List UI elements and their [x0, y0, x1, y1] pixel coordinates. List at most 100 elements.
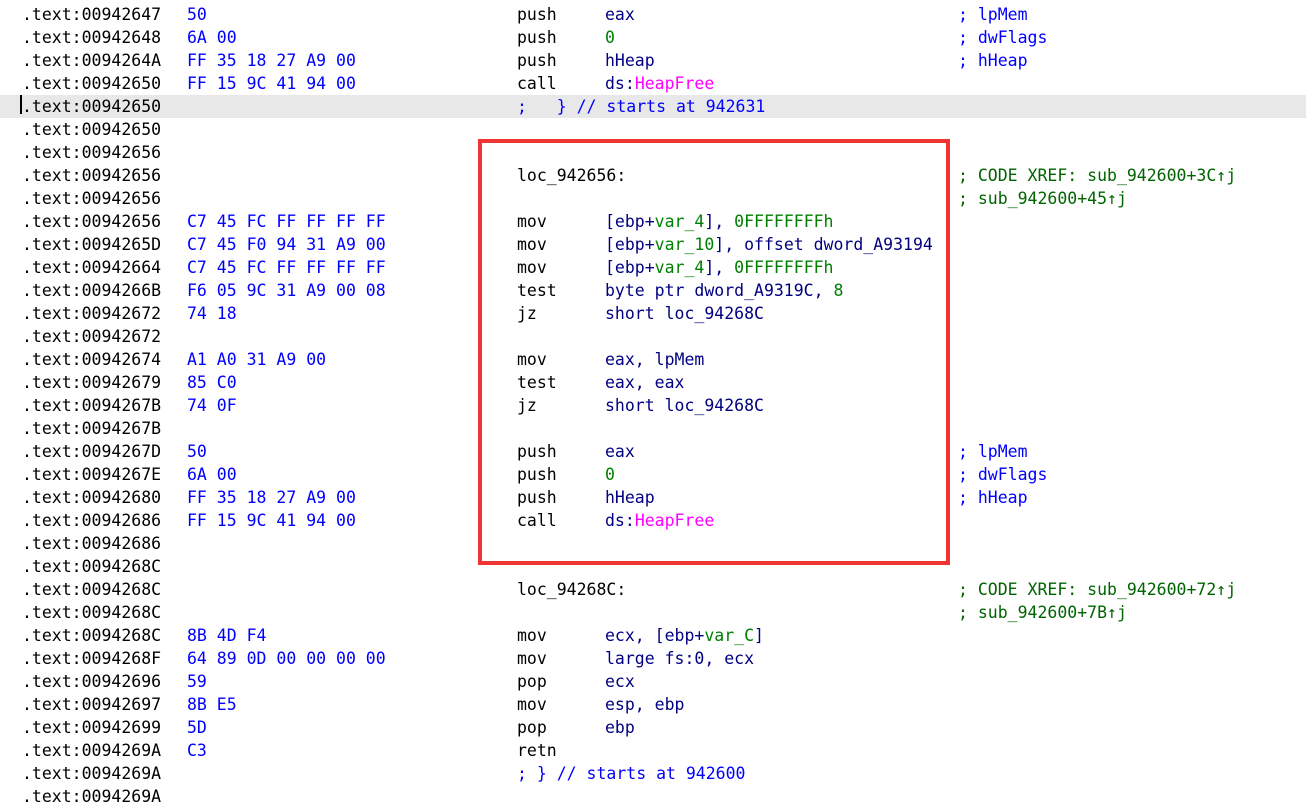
opcode-bytes: FF 35 18 27 A9 00 [187, 488, 356, 507]
line-comment: ; sub_942600+45↑j [958, 189, 1127, 208]
block-comment: ; } // starts at 942631 [517, 97, 766, 116]
operands: byte ptr dword_A9319C, 8 [605, 279, 843, 302]
operands: 0 [605, 463, 615, 486]
opcode-bytes: 85 C0 [187, 373, 237, 392]
operand-part: var_4 [654, 212, 705, 231]
listing-line[interactable]: .text:0094269A; } // starts at 942600 [0, 762, 1306, 785]
operands: eax [605, 3, 635, 26]
listing-line[interactable]: .text:00942650 [0, 118, 1306, 141]
opcode-bytes: C7 45 F0 94 31 A9 00 [187, 235, 386, 254]
mnemonic: mov [517, 649, 547, 668]
opcode-bytes: 50 [187, 442, 207, 461]
address: .text:0094264A [22, 51, 162, 70]
address: .text:00942656 [22, 189, 162, 208]
address: .text:00942647 [22, 5, 162, 24]
operand-part: [ebp+ [605, 212, 655, 231]
opcode-bytes: C7 45 FC FF FF FF FF [187, 258, 386, 277]
address: .text:0094268C [22, 603, 162, 622]
opcode-bytes: FF 15 9C 41 94 00 [187, 511, 356, 530]
address: .text:00942686 [22, 511, 162, 530]
mnemonic: push [517, 465, 557, 484]
text-cursor [20, 95, 22, 114]
operands: 0 [605, 26, 615, 49]
address: .text:0094268C [22, 557, 162, 576]
opcode-bytes: 8B 4D F4 [187, 626, 267, 645]
listing-line[interactable]: .text:0094268F 64 89 0D 00 00 00 00 mov lar… [0, 647, 1306, 670]
operand-part: ebp [605, 718, 635, 737]
address: .text:00942696 [22, 672, 162, 691]
operands: [ebp+var_10], offset dword_A93194 [605, 233, 933, 256]
listing-line[interactable]: .text:00942650 ; } // starts at 942631 [0, 95, 1306, 118]
address: .text:00942672 [22, 304, 162, 323]
opcode-bytes: F6 05 9C 31 A9 00 08 [187, 281, 386, 300]
opcode-bytes: 64 89 0D 00 00 00 00 [187, 649, 386, 668]
address: .text:00942650 [22, 97, 162, 116]
line-comment: ; hHeap [958, 488, 1028, 507]
operand-part: ecx [605, 672, 635, 691]
listing-line[interactable]: .text:0094268C; sub_942600+7B↑j [0, 601, 1306, 624]
operand-part: hHeap [605, 51, 655, 70]
mnemonic: mov [517, 212, 547, 231]
listing-line[interactable]: .text:0094268C [0, 555, 1306, 578]
opcode-bytes: FF 35 18 27 A9 00 [187, 51, 356, 70]
operand-part: eax [605, 442, 635, 461]
mnemonic: push [517, 488, 557, 507]
operands: large fs:0, ecx [605, 647, 754, 670]
line-comment: ; CODE XREF: sub_942600+72↑j [958, 580, 1237, 599]
listing-line[interactable]: .text:00942656 ; sub_942600+45↑j [0, 187, 1306, 210]
listing-line[interactable]: .text:00942656 [0, 141, 1306, 164]
operands: ecx, [ebp+var_C] [605, 624, 764, 647]
opcode-bytes: 6A 00 [187, 28, 237, 47]
operands: [ebp+var_4], 0FFFFFFFFh [605, 256, 834, 279]
operands: eax [605, 440, 635, 463]
address: .text:00942686 [22, 534, 162, 553]
operands: [ebp+var_4], 0FFFFFFFFh [605, 210, 834, 233]
operand-part: ], [704, 258, 735, 277]
operand-part: short loc_94268C [605, 396, 764, 415]
listing-line[interactable]: .text:0094267B [0, 417, 1306, 440]
address: .text:0094269A [22, 787, 162, 806]
operand-part: [ebp+ [605, 258, 655, 277]
address: .text:0094267D [22, 442, 162, 461]
opcode-bytes: C7 45 FC FF FF FF FF [187, 212, 386, 231]
operand-part: esp, ebp [605, 695, 685, 714]
operand-part: 0FFFFFFFFh [734, 258, 834, 277]
operand-part: HeapFree [634, 511, 715, 530]
operands: eax, eax [605, 371, 684, 394]
address: .text:0094267B [22, 396, 162, 415]
listing-line[interactable]: .text:0094269A [0, 785, 1306, 808]
address: .text:00942664 [22, 258, 162, 277]
mnemonic: jz [517, 396, 537, 415]
address: .text:00942650 [22, 120, 162, 139]
operand-part: ] [754, 626, 764, 645]
operands: short loc_94268C [605, 394, 764, 417]
address: .text:00942648 [22, 28, 162, 47]
listing-line[interactable]: .text:00942686 [0, 532, 1306, 555]
listing-line[interactable]: .text:00942672 [0, 325, 1306, 348]
operand-part: 0 [605, 28, 615, 47]
address: .text:0094268F [22, 649, 162, 668]
